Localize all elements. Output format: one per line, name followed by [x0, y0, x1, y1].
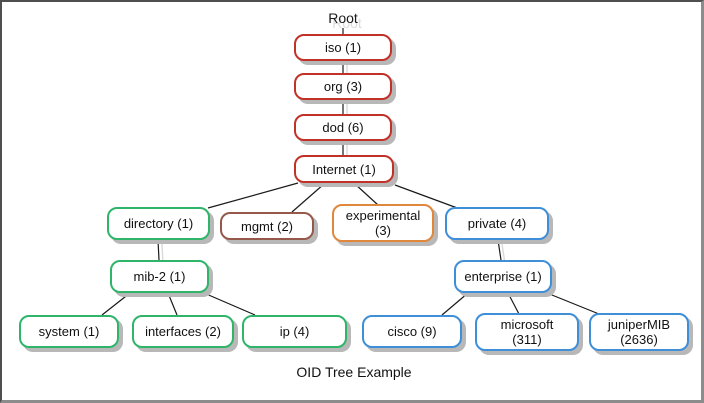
- edge-directory-mib2: [157, 239, 160, 261]
- edge-internet-directory: [207, 182, 299, 209]
- edge-mib2-ip: [203, 292, 256, 316]
- node-directory: directory (1): [107, 207, 210, 240]
- node-microsoft: microsoft (311): [475, 313, 579, 351]
- node-experimental: experimental (3): [332, 204, 434, 242]
- node-iso: iso (1): [294, 34, 392, 61]
- node-interfaces: interfaces (2): [132, 315, 234, 348]
- node-mgmt: mgmt (2): [220, 212, 314, 240]
- node-mib2: mib-2 (1): [110, 260, 209, 293]
- edge-internet-mgmt: [291, 183, 325, 213]
- node-internet: Internet (1): [294, 155, 394, 183]
- edge-group: [101, 28, 600, 316]
- edge-enterprise-junipermib: [546, 292, 600, 315]
- node-ip: ip (4): [242, 315, 347, 348]
- edge-internet-experimental: [354, 183, 379, 206]
- node-enterprise: enterprise (1): [454, 260, 552, 293]
- edge-enterprise-microsoft: [507, 292, 520, 315]
- node-private: private (4): [445, 207, 549, 240]
- node-system: system (1): [19, 315, 119, 348]
- edge-mib2-interfaces: [167, 292, 178, 316]
- diagram-caption: OID Tree Example: [296, 364, 412, 380]
- node-org: org (3): [294, 73, 392, 100]
- node-cisco: cisco (9): [362, 315, 462, 348]
- node-dod: dod (6): [294, 114, 392, 141]
- edge-enterprise-cisco: [441, 292, 469, 316]
- node-root-label: Root: [328, 10, 358, 26]
- node-junipermib: juniperMIB (2636): [589, 313, 689, 351]
- edge-private-enterprise: [497, 239, 502, 261]
- edge-internet-private: [394, 184, 461, 210]
- edge-mib2-system: [101, 292, 131, 316]
